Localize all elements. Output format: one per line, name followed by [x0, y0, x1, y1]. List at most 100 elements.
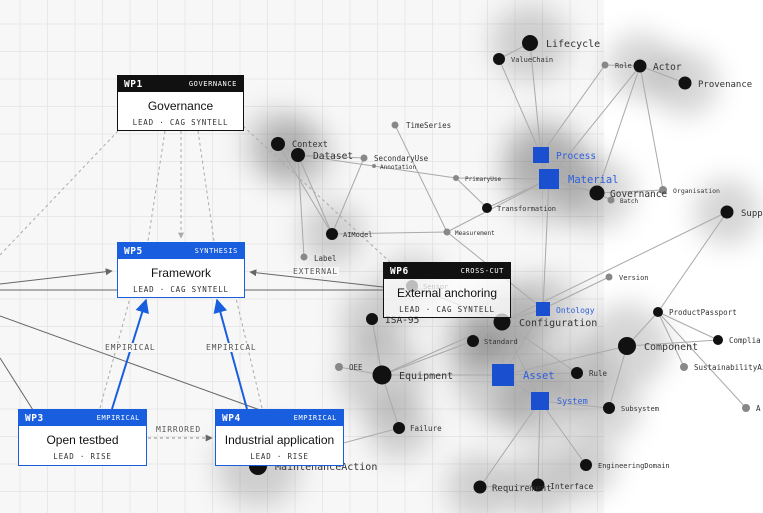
- node-secondaryuse[interactable]: [360, 154, 368, 162]
- edge-wp1-wp5-c: [197, 130, 215, 242]
- node-component[interactable]: [618, 337, 636, 355]
- graph-edge-actor-governance: [596, 65, 641, 194]
- node-aimodel[interactable]: [326, 228, 338, 240]
- node-ontology[interactable]: [536, 302, 550, 316]
- wp1-header: WP1 GOVERNANCE: [118, 76, 243, 92]
- node-productpassport[interactable]: [653, 307, 663, 317]
- wp6-tag: CROSS-CUT: [460, 267, 504, 275]
- node-provenance[interactable]: [678, 76, 692, 90]
- node-organisation[interactable]: [659, 186, 667, 194]
- node-transformation[interactable]: [482, 203, 492, 213]
- node-equipment[interactable]: [372, 365, 392, 385]
- node-valuechain[interactable]: [493, 53, 505, 65]
- graph-edge-asset-rule: [502, 372, 578, 376]
- graph-edge-productpassport-sustainabilityai: [657, 311, 685, 368]
- node-measurement[interactable]: [443, 228, 451, 236]
- edge-label-empirical-right: EMPIRICAL: [205, 343, 258, 352]
- graph-edge-productpassport-a: [657, 311, 747, 409]
- node-isa95[interactable]: [366, 313, 378, 325]
- node-lifecycle[interactable]: [522, 35, 538, 51]
- node-process[interactable]: [533, 147, 549, 163]
- node-annotation[interactable]: [372, 164, 376, 168]
- wp6-id: WP6: [390, 265, 409, 277]
- graph-edge-component-complia: [626, 339, 719, 347]
- node-label-timeseries: TimeSeries: [406, 121, 451, 130]
- node-material[interactable]: [539, 169, 559, 189]
- node-supp[interactable]: [720, 205, 734, 219]
- edge-wp1-wp5-a: [147, 130, 166, 242]
- node-asset[interactable]: [492, 364, 514, 386]
- graph-edge-equipment-standard: [381, 340, 474, 376]
- graph-edge-primaryuse-material: [455, 177, 550, 180]
- node-timeseries[interactable]: [391, 121, 399, 129]
- node-a[interactable]: [742, 404, 750, 412]
- wp4-lead: LEAD · RISE: [250, 452, 309, 461]
- node-subsystem[interactable]: [603, 402, 615, 414]
- node-label-material: Material: [568, 174, 619, 186]
- node-actor[interactable]: [633, 59, 647, 73]
- node-context[interactable]: [271, 137, 285, 151]
- wp4-title: Industrial application: [224, 433, 335, 447]
- edge-wp1-left: [0, 130, 119, 256]
- edge-wp4-wp5-dashed: [235, 297, 263, 409]
- graph-edge-timeseries-measurement: [394, 124, 448, 233]
- node-dataset[interactable]: [291, 148, 305, 162]
- node-complia[interactable]: [713, 335, 723, 345]
- node-label-maintenanceaction: MaintenanceAction: [275, 462, 377, 473]
- node-label-sustainabilityai: SustainabilityAi: [694, 363, 763, 372]
- wp6-box[interactable]: WP6 CROSS-CUT External anchoring LEAD · …: [383, 262, 511, 318]
- node-failure[interactable]: [393, 422, 405, 434]
- graph-edge-system-configuration: [501, 321, 541, 402]
- edge-wp3-wp5-empirical: [111, 298, 149, 410]
- wp4-box[interactable]: WP4 EMPIRICAL Industrial application LEA…: [215, 409, 344, 466]
- edge-left-wp3: [0, 357, 34, 411]
- node-label-version: Version: [619, 274, 649, 282]
- node-label-productpassport: ProductPassport: [669, 308, 737, 317]
- wp1-box[interactable]: WP1 GOVERNANCE Governance LEAD · CAG SYN…: [117, 75, 244, 131]
- node-label-process: Process: [556, 151, 596, 162]
- graph-edge-version-ontology: [542, 276, 610, 310]
- node-primaryuse[interactable]: [453, 175, 459, 181]
- graph-edge-valuechain-process: [498, 58, 542, 156]
- node-label-oee: OEE: [349, 363, 363, 372]
- node-version[interactable]: [605, 273, 613, 281]
- wp5-box[interactable]: WP5 SYNTHESIS Framework LEAD · CAG SYNTE…: [117, 242, 245, 298]
- node-requirement[interactable]: [473, 480, 487, 494]
- wp4-tag: EMPIRICAL: [293, 414, 337, 422]
- node-label-dataset: Dataset: [313, 151, 353, 162]
- node-label-lifecycle: Lifecycle: [546, 39, 600, 50]
- graph-edge-productpassport-complia: [657, 311, 719, 341]
- wp3-tag: EMPIRICAL: [96, 414, 140, 422]
- node-sustainabilityai[interactable]: [680, 363, 688, 371]
- edge-left-wp5: [0, 268, 113, 285]
- node-label-standard: Standard: [484, 338, 518, 346]
- node-label-role: Role: [615, 62, 632, 70]
- graph-edge-requirement-interface: [479, 484, 539, 488]
- node-oee[interactable]: [335, 363, 343, 371]
- node-governance[interactable]: [589, 185, 605, 201]
- node-label-requirement: Requirement: [492, 484, 552, 494]
- node-label[interactable]: [300, 253, 308, 261]
- node-batch[interactable]: [607, 196, 615, 204]
- node-label-primaryuse: PrimaryUse: [465, 176, 502, 183]
- wp1-tag: GOVERNANCE: [188, 80, 237, 88]
- wp3-box[interactable]: WP3 EMPIRICAL Open testbed LEAD · RISE: [18, 409, 147, 466]
- node-engineeringdomain[interactable]: [580, 459, 592, 471]
- node-system[interactable]: [531, 392, 549, 410]
- graph-edge-productpassport-supp: [657, 211, 728, 313]
- node-standard[interactable]: [467, 335, 479, 347]
- graph-edge-secondaryuse-aimodel: [331, 157, 365, 235]
- node-role[interactable]: [601, 61, 609, 69]
- wp5-id: WP5: [124, 245, 143, 257]
- node-rule[interactable]: [571, 367, 583, 379]
- wp5-header: WP5 SYNTHESIS: [118, 243, 244, 259]
- node-label-provenance: Provenance: [698, 80, 752, 90]
- node-label-governance: Governance: [610, 189, 667, 200]
- node-label-engineeringdomain: EngineeringDomain: [598, 462, 670, 470]
- edge-wp4-wp5-empirical: [213, 298, 248, 410]
- wp6-title: External anchoring: [396, 286, 498, 300]
- node-label-label: Label: [314, 254, 337, 263]
- node-label-failure: Failure: [410, 424, 442, 433]
- node-label-secondaryuse: SecondaryUse: [374, 154, 429, 163]
- node-interface[interactable]: [531, 478, 545, 492]
